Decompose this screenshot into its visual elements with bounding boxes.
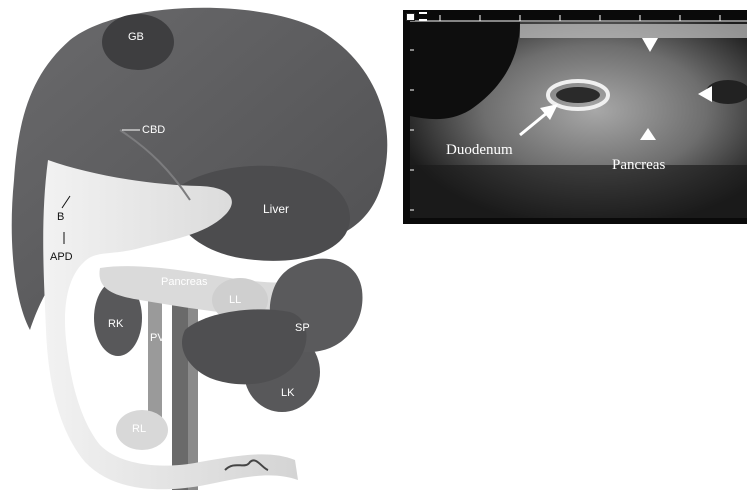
portal-vein [148, 300, 162, 420]
label-duodenum: Duodenum [446, 143, 513, 158]
label-liver: Liver [263, 203, 289, 215]
ultrasound-panel [403, 10, 747, 224]
label-pv: PV [150, 333, 165, 344]
ultrasound-menu-icon [419, 12, 427, 21]
label-rl: RL [132, 424, 146, 435]
label-sp: SP [295, 323, 310, 334]
label-b: B [57, 212, 64, 223]
label-pancreas: Pancreas [161, 277, 207, 288]
label-us-pancreas: Pancreas [612, 158, 665, 173]
anatomy-illustration [12, 8, 388, 490]
label-apd: APD [50, 252, 73, 263]
label-cbd: CBD [142, 125, 165, 136]
label-gb: GB [128, 32, 144, 43]
ultrasound-shadow [410, 165, 747, 218]
label-rk: RK [108, 319, 123, 330]
label-lk: LK [281, 388, 294, 399]
ultrasound-frame-icon [406, 13, 415, 21]
ultrasound-surface-band [520, 24, 747, 38]
label-ll: LL [229, 295, 241, 306]
duodenum-lumen [556, 87, 600, 103]
aorta [172, 290, 188, 490]
